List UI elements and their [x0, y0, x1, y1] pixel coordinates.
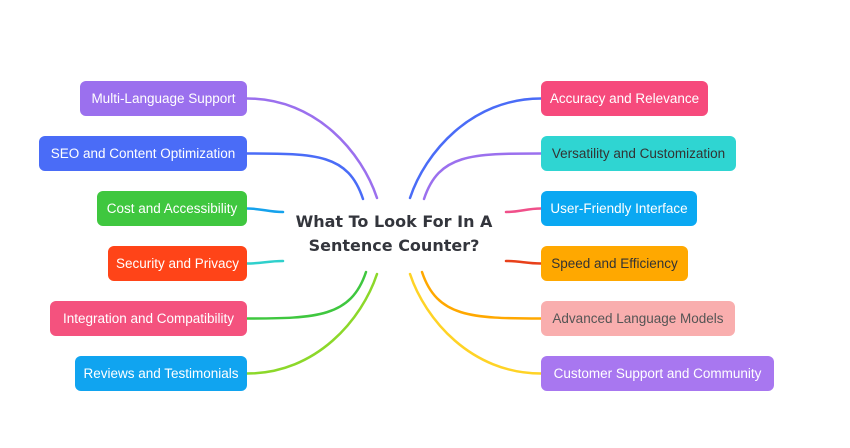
branch-reviews-testimonials[interactable]: Reviews and Testimonials	[75, 356, 247, 391]
branch-customer-support-community[interactable]: Customer Support and Community	[541, 356, 774, 391]
central-topic-line-1: What To Look For In A	[295, 212, 493, 231]
central-topic-line-2: Sentence Counter?	[308, 236, 480, 255]
branch-accuracy-relevance[interactable]: Accuracy and Relevance	[541, 81, 708, 116]
branch-speed-efficiency[interactable]: Speed and Efficiency	[541, 246, 688, 281]
branch-user-friendly-interface[interactable]: User-Friendly Interface	[541, 191, 697, 226]
branch-advanced-language-models[interactable]: Advanced Language Models	[541, 301, 735, 336]
connector-right-1	[408, 97, 543, 200]
connector-left-5	[245, 270, 368, 320]
connector-left-6	[245, 272, 379, 375]
connector-left-3	[245, 207, 285, 214]
connector-left-1	[245, 97, 379, 200]
central-topic[interactable]: What To Look For In A Sentence Counter?	[280, 210, 508, 258]
branch-integration-compatibility[interactable]: Integration and Compatibility	[50, 301, 247, 336]
connector-right-5	[420, 270, 543, 320]
branch-versatility-customization[interactable]: Versatility and Customization	[541, 136, 736, 171]
branch-seo-content-optimization[interactable]: SEO and Content Optimization	[39, 136, 247, 171]
connector-left-2	[245, 152, 365, 201]
connector-right-2	[422, 152, 543, 201]
branch-multi-language-support[interactable]: Multi-Language Support	[80, 81, 247, 116]
connector-right-4	[504, 259, 543, 265]
connector-left-4	[245, 259, 285, 265]
connector-right-3	[504, 207, 543, 214]
branch-cost-accessibility[interactable]: Cost and Accessibility	[97, 191, 247, 226]
branch-security-privacy[interactable]: Security and Privacy	[108, 246, 247, 281]
connector-right-6	[408, 272, 543, 375]
